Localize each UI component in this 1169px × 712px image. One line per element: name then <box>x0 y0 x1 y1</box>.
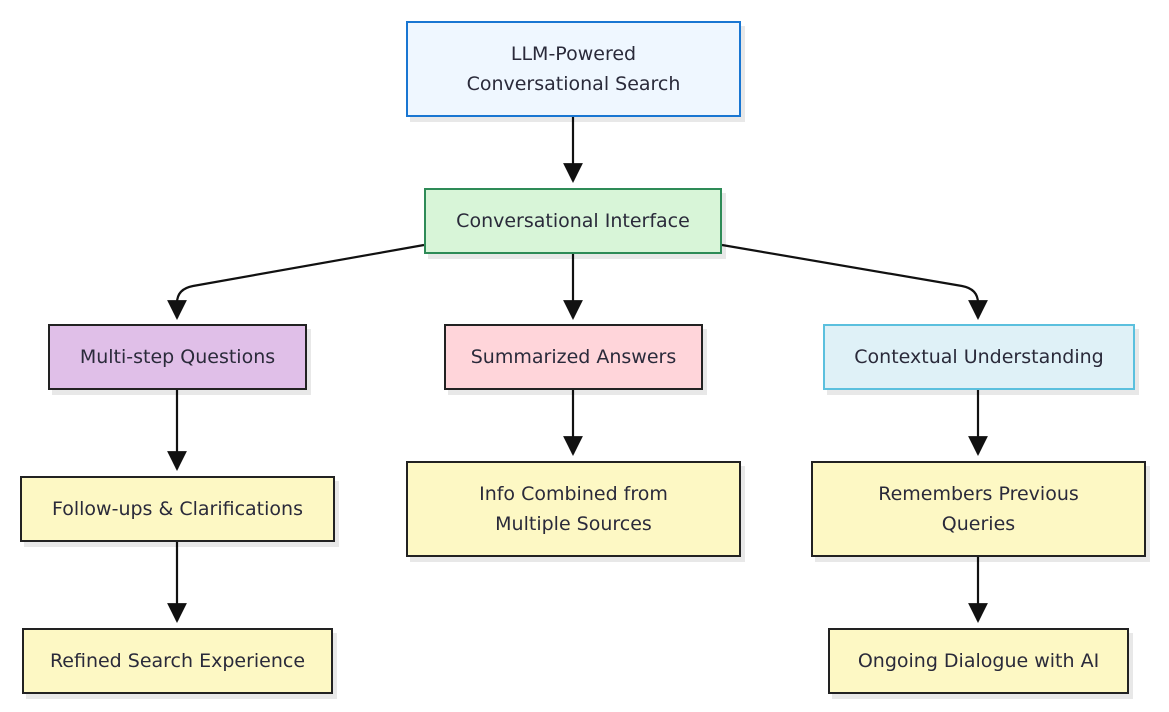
node-label-line: Conversational Interface <box>456 210 690 232</box>
edge-interface-to-contextual <box>721 243 988 320</box>
node-follow-ups-clarifications: Follow-ups & Clarifications <box>20 476 335 542</box>
node-ongoing-dialogue-with-ai: Ongoing Dialogue with AI <box>828 628 1129 694</box>
node-label-line: Follow-ups & Clarifications <box>52 498 303 520</box>
node-label-line: Refined Search Experience <box>49 650 306 672</box>
node-label-line: Queries <box>941 513 1016 535</box>
node-multi-step-questions: Multi-step Questions <box>48 324 307 390</box>
node-summarized-answers: Summarized Answers <box>444 324 703 390</box>
node-label-line: Remembers Previous <box>878 483 1079 505</box>
node-label-line: Multi-step Questions <box>79 346 276 368</box>
edge-interface-to-multistep <box>167 243 425 320</box>
node-contextual-understanding: Contextual Understanding <box>823 324 1135 390</box>
node-label-line: LLM-Powered <box>510 43 637 65</box>
node-label-line: Contextual Understanding <box>854 346 1104 368</box>
node-refined-search-experience: Refined Search Experience <box>22 628 333 694</box>
node-label-line: Ongoing Dialogue with AI <box>857 650 1100 672</box>
node-label-line: Info Combined from <box>479 483 668 505</box>
node-label-line: Summarized Answers <box>470 346 677 368</box>
node-conversational-interface: Conversational Interface <box>424 188 722 254</box>
node-label-line: Multiple Sources <box>495 513 652 535</box>
node-label-line: Conversational Search <box>466 73 681 95</box>
